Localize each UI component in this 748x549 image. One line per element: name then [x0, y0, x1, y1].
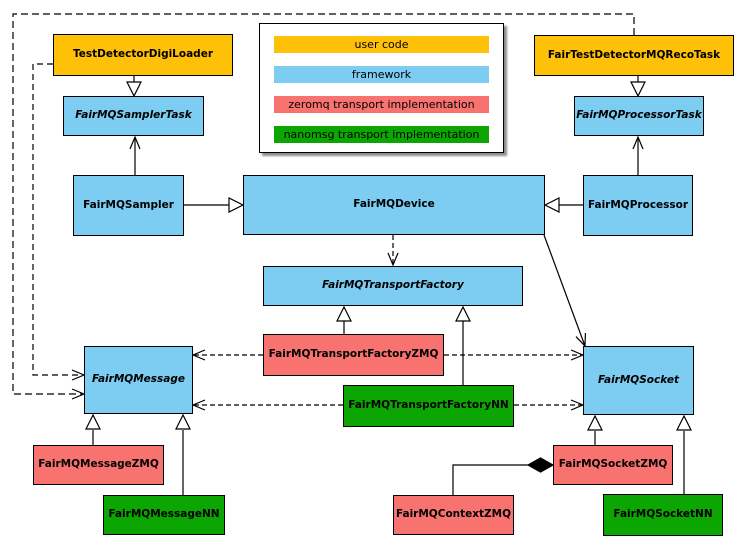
edge-inheritance-fairmqtransportfactorynn-to-fairmqtransportfactory	[455, 305, 471, 385]
legend-item-zeromq-transport: zeromq transport implementation	[274, 96, 489, 113]
node-fairmq-device: FairMQDevice	[243, 175, 545, 235]
node-test-detector-digi-loader: TestDetectorDigiLoader	[53, 34, 233, 76]
edge-inheritance-fairtestdetectormqrecotask-to-fairmqprocessortask	[630, 76, 646, 98]
edge-inheritance-fairmqmessagenn-to-fairmqmessage	[175, 413, 191, 495]
edge-dependency-fairmqtransportfactoryzmq-to-fairmqmessage	[191, 349, 263, 361]
node-fairmq-processor-task: FairMQProcessorTask	[574, 96, 704, 136]
node-label: FairMQTransportFactory	[322, 279, 464, 292]
legend-item-framework: framework	[274, 66, 489, 83]
node-fairmq-transport-factory-zmq: FairMQTransportFactoryZMQ	[263, 334, 444, 376]
node-fair-test-detector-mq-reco-task: FairTestDetectorMQRecoTask	[534, 35, 734, 76]
legend-label: framework	[351, 68, 412, 81]
legend-label: user code	[354, 38, 409, 51]
legend-item-user-code: user code	[274, 36, 489, 53]
node-fairmq-context-zmq: FairMQContextZMQ	[393, 495, 514, 535]
node-label: FairMQProcessorTask	[576, 109, 702, 122]
legend-item-nanomsg-transport: nanomsg transport implementation	[274, 126, 489, 143]
legend-box: user code framework zeromq transport imp…	[259, 23, 504, 153]
node-label: FairMQMessage	[92, 373, 185, 386]
edge-association-fairmqdevice-to-fairmqsocket	[543, 234, 586, 348]
node-label: FairMQContextZMQ	[395, 508, 512, 521]
edge-dependency-fairmqdevice-to-fairmqtransportfactory	[387, 235, 399, 267]
node-label: FairMQMessageZMQ	[38, 458, 159, 471]
edge-dependency-fairmqtransportfactorynn-to-fairmqmessage	[191, 399, 343, 411]
node-fairmq-message-nn: FairMQMessageNN	[103, 495, 225, 535]
node-label: FairMQProcessor	[587, 198, 689, 211]
node-fairmq-sampler: FairMQSampler	[73, 175, 184, 236]
edge-association-fairmqsampler-to-fairmqsamplertask	[129, 135, 141, 175]
node-fairmq-socket-nn: FairMQSocketNN	[603, 494, 723, 536]
legend-label: zeromq transport implementation	[288, 98, 475, 111]
node-fairmq-message-zmq: FairMQMessageZMQ	[33, 445, 164, 485]
edge-association-fairmqprocessor-to-fairmqprocessortask	[632, 135, 644, 175]
node-label: FairMQSocketZMQ	[558, 458, 668, 471]
node-label: FairMQMessageNN	[108, 508, 220, 521]
node-label: FairMQSocketNN	[613, 508, 713, 521]
node-label: TestDetectorDigiLoader	[72, 48, 213, 61]
node-fairmq-transport-factory-nn: FairMQTransportFactoryNN	[343, 385, 514, 427]
node-label: FairMQSamplerTask	[75, 109, 192, 122]
edge-inheritance-fairmqsampler-to-fairmqdevice	[184, 197, 245, 213]
edge-inheritance-fairmqmessagezmq-to-fairmqmessage	[85, 413, 101, 445]
edge-composition-fairmqsocketzmq-to-fairmqcontextzmq	[452, 457, 555, 495]
node-label: FairTestDetectorMQRecoTask	[547, 48, 721, 61]
node-fairmq-transport-factory: FairMQTransportFactory	[263, 266, 523, 306]
edge-dependency-fairmqtransportfactorynn-to-fairmqsocket	[514, 399, 585, 411]
node-fairmq-socket-zmq: FairMQSocketZMQ	[553, 445, 673, 485]
node-fairmq-message: FairMQMessage	[84, 346, 193, 414]
node-fairmq-sampler-task: FairMQSamplerTask	[63, 96, 204, 136]
edge-inheritance-fairmqsocketnn-to-fairmqsocket	[676, 414, 692, 494]
node-label: FairMQTransportFactoryNN	[348, 399, 509, 412]
edge-dependency-fairmqtransportfactoryzmq-to-fairmqsocket	[444, 349, 585, 361]
legend-label: nanomsg transport implementation	[283, 128, 480, 141]
node-label: FairMQTransportFactoryZMQ	[268, 348, 439, 361]
node-label: FairMQSampler	[83, 198, 174, 211]
edge-inheritance-fairmqtransportfactoryzmq-to-fairmqtransportfactory	[336, 305, 352, 334]
edge-inheritance-fairmqprocessor-to-fairmqdevice	[543, 197, 583, 213]
node-fairmq-processor: FairMQProcessor	[583, 175, 693, 236]
edge-inheritance-testdetectordigiloader-to-fairmqsamplertask	[126, 76, 142, 98]
node-label: FairMQDevice	[353, 198, 435, 211]
node-fairmq-socket: FairMQSocket	[583, 346, 694, 415]
node-label: FairMQSocket	[598, 373, 679, 386]
edge-inheritance-fairmqsocketzmq-to-fairmqsocket	[587, 414, 603, 445]
